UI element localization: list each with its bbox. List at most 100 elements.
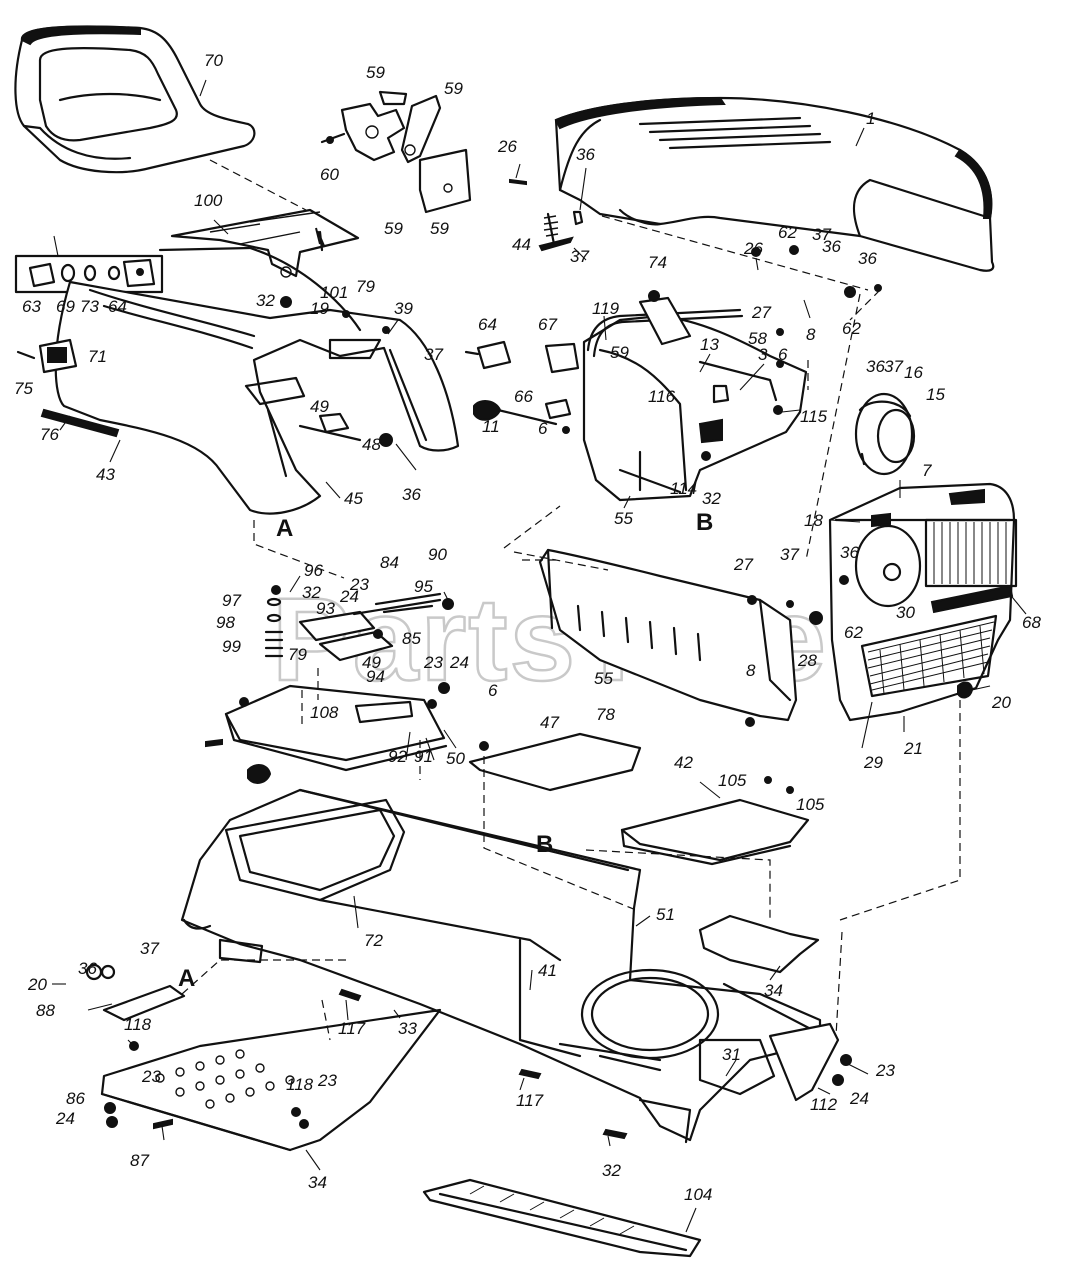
- callout-label: 37: [140, 939, 159, 958]
- callout-label: 73: [80, 297, 99, 316]
- callout-label: 59: [610, 343, 629, 362]
- seat-part: [14, 25, 256, 174]
- callout-label: 79: [356, 277, 375, 296]
- callout-label: 18: [804, 511, 823, 530]
- callout-label: 118: [286, 1075, 314, 1094]
- callout-label: 43: [96, 465, 115, 484]
- callout-label: 11: [482, 417, 500, 436]
- callout-label: 23: [317, 1071, 337, 1090]
- callout-label: 20: [27, 975, 47, 994]
- callout-label: 105: [718, 771, 747, 790]
- callout-label: 1: [866, 109, 875, 128]
- callout-label: 24: [55, 1109, 75, 1128]
- callout-label: 62: [844, 623, 863, 642]
- callout-label: 108: [310, 703, 339, 722]
- callout-label: 96: [304, 561, 323, 580]
- callout-label: 31: [722, 1045, 741, 1064]
- grille-fins: [933, 522, 1007, 584]
- callout-label: 32: [256, 291, 275, 310]
- callout-label: 19: [310, 299, 329, 318]
- callout-label: 55: [594, 669, 613, 688]
- callout-label: 24: [449, 653, 469, 672]
- callout-label: 32: [302, 583, 321, 602]
- callout-label: 114: [670, 479, 697, 498]
- callout-label: 92: [388, 747, 407, 766]
- seat-bracket-part: [170, 208, 360, 278]
- callout-label: 34: [764, 981, 783, 1000]
- headlight-part: [854, 392, 916, 476]
- callout-label: 76: [40, 425, 59, 444]
- ref-mark-a-lower: A: [178, 965, 195, 992]
- callout-label: 16: [904, 363, 923, 382]
- mesh-pattern: [867, 621, 995, 695]
- callout-label: 118: [124, 1015, 152, 1034]
- callout-label: 32: [602, 1161, 621, 1180]
- callout-label: 99: [222, 637, 241, 656]
- callout-label: 23: [875, 1061, 895, 1080]
- callout-label: 34: [308, 1173, 327, 1192]
- callout-label: 32: [702, 489, 721, 508]
- callout-label: 79: [288, 645, 307, 664]
- callout-label: 85: [402, 629, 421, 648]
- switch-kit-part: [14, 254, 164, 294]
- callout-label: 115: [800, 407, 828, 426]
- callout-label: 28: [797, 651, 817, 670]
- callout-label: 26: [743, 239, 763, 258]
- callout-label: 41: [538, 961, 557, 980]
- frame-part: [180, 764, 840, 1144]
- callout-label: 59: [384, 219, 403, 238]
- callout-label: 8: [806, 325, 816, 344]
- left-footrest-part: [100, 1008, 442, 1152]
- spring-part: [40, 408, 120, 438]
- callout-label: 23: [349, 575, 369, 594]
- callout-label: 72: [364, 931, 383, 950]
- callout-label: 71: [88, 347, 107, 366]
- callout-label: 58: [748, 329, 767, 348]
- callout-label: 105: [796, 795, 825, 814]
- fuel-gauge-part: [16, 338, 78, 374]
- callout-label: 33: [398, 1019, 417, 1038]
- callout-label: 63: [22, 297, 41, 316]
- ref-mark-a-upper: A: [276, 515, 293, 542]
- callout-label: 95: [414, 577, 433, 596]
- callout-label: 62: [778, 223, 797, 242]
- callout-label: 24: [339, 587, 359, 606]
- seat-pan-part: [224, 684, 448, 772]
- callout-label: 50: [446, 749, 465, 768]
- callout-label: 88: [36, 1001, 55, 1020]
- callout-label: 3: [758, 345, 768, 364]
- callout-label: 112: [810, 1095, 838, 1114]
- callout-label: 37: [780, 545, 799, 564]
- callout-label: 23: [423, 653, 443, 672]
- callout-label: 36: [402, 485, 421, 504]
- pedal-linkage-part: [298, 592, 454, 662]
- hood-latch-part: [538, 210, 584, 252]
- callout-label: 36: [866, 357, 885, 376]
- callout-label: 117: [516, 1091, 544, 1110]
- callout-label: 37: [570, 247, 589, 266]
- callout-label: 66: [514, 387, 533, 406]
- callout-label: 6: [778, 345, 788, 364]
- callout-label: 93: [316, 599, 335, 618]
- callout-labels: 70 59 59 60 59 59 1 26 36 100 44 37 26 6…: [14, 51, 1041, 1204]
- callout-label: 70: [204, 51, 223, 70]
- callout-label: 98: [216, 613, 235, 632]
- callout-label: 86: [66, 1089, 85, 1108]
- callout-label: 59: [366, 63, 385, 82]
- callout-label: 51: [656, 905, 675, 924]
- callout-label: 13: [700, 335, 719, 354]
- reference-letters: A B A B: [178, 509, 713, 992]
- callout-label: 84: [380, 553, 399, 572]
- callout-label: 27: [751, 303, 771, 322]
- ignition-switch-part: [464, 340, 580, 426]
- callout-label: 37: [424, 345, 443, 364]
- callout-label: 101: [320, 283, 348, 302]
- leader-lines: [52, 79, 1027, 1233]
- callout-label: 26: [497, 137, 517, 156]
- seat-adjust-assembly: [320, 90, 472, 214]
- brake-rod-part: [298, 412, 362, 442]
- callout-label: 8: [746, 661, 756, 680]
- callout-label: 29: [863, 753, 883, 772]
- callout-label: 27: [733, 555, 753, 574]
